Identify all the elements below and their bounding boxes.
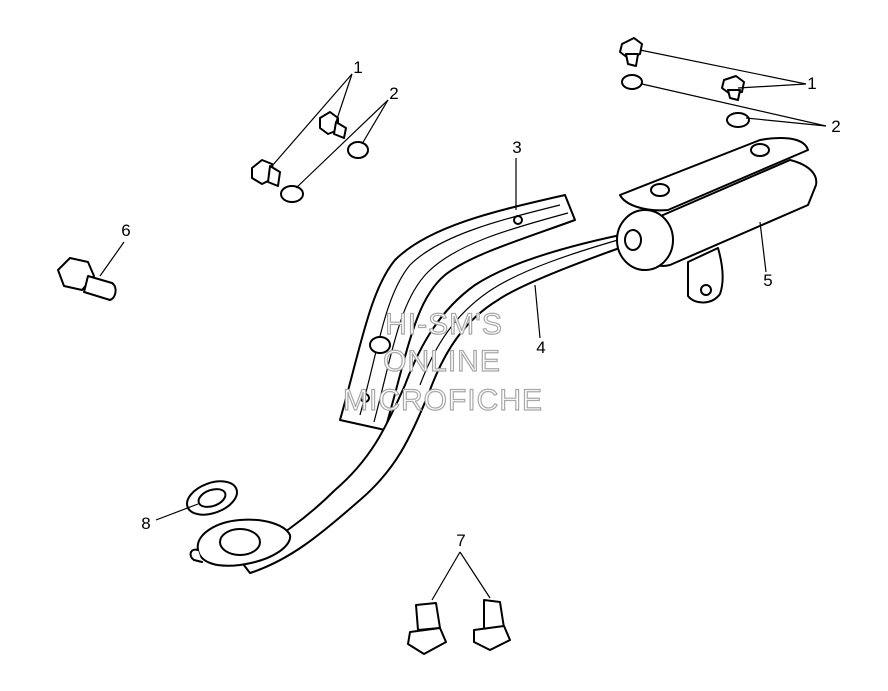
bolt-1-left-a xyxy=(251,159,281,187)
washer-2-left-b xyxy=(347,141,369,159)
bolt-1-left-b xyxy=(319,111,347,139)
washer-2-right-b xyxy=(726,112,750,128)
watermark-line-3: MICROFICHE xyxy=(343,384,543,417)
callout-2-right: 2 xyxy=(831,117,840,136)
callout-1-right: 1 xyxy=(807,74,816,93)
washer-2-left-a xyxy=(280,185,304,203)
gasket xyxy=(186,480,238,516)
watermark-line-1: HI-SM'S xyxy=(385,308,503,341)
bolt-7-right xyxy=(473,599,511,651)
callout-7: 7 xyxy=(456,531,465,550)
watermark-line-2: ONLINE xyxy=(383,345,501,378)
washer-2-right-a xyxy=(621,74,643,90)
heat-shield xyxy=(339,194,576,431)
callout-4: 4 xyxy=(536,338,545,357)
bolt-7-left xyxy=(407,602,447,655)
callout-1-left: 1 xyxy=(353,58,362,77)
callout-3: 3 xyxy=(512,138,521,157)
bolt-6 xyxy=(57,257,117,301)
callout-2-left: 2 xyxy=(389,84,398,103)
exhaust-pipe xyxy=(189,231,636,574)
bolt-1-right-b xyxy=(721,75,745,101)
callout-5: 5 xyxy=(763,271,772,290)
muffler xyxy=(616,137,818,304)
bolt-1-right-a xyxy=(619,37,643,67)
callout-6: 6 xyxy=(121,221,130,240)
watermark: HI-SM'S ONLINE MICROFICHE xyxy=(342,307,543,417)
callout-8: 8 xyxy=(141,514,150,533)
leader-lines xyxy=(99,49,827,601)
